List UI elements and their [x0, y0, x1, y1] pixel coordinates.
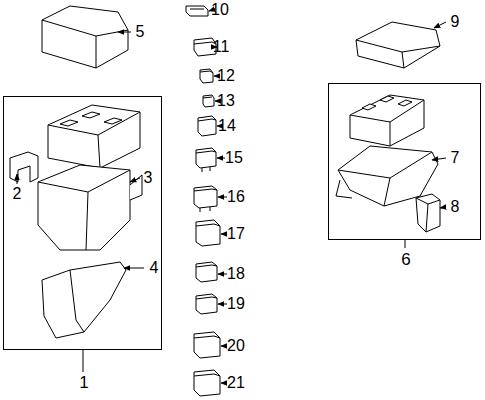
callout-number: 7 [451, 150, 460, 166]
callout-number: 8 [451, 199, 460, 215]
callout-number: 16 [227, 189, 245, 205]
callout-number: 18 [227, 266, 245, 282]
callout-number: 9 [451, 14, 460, 30]
callout-number: 13 [217, 93, 235, 109]
group-box: 1 [3, 96, 162, 350]
callout-number: 3 [144, 170, 153, 186]
callout-number: 6 [401, 250, 410, 270]
callout-number: 15 [225, 150, 243, 166]
callout-number: 2 [13, 186, 22, 202]
callout-number: 1 [79, 373, 88, 393]
callout-number: 4 [150, 260, 159, 276]
callout-number: 19 [227, 296, 245, 312]
callout-number: 10 [211, 2, 229, 18]
callout-number: 12 [217, 68, 235, 84]
callout-number: 5 [136, 24, 145, 40]
callout-number: 11 [213, 39, 230, 55]
callout-number: 17 [227, 226, 245, 242]
callout-number: 21 [227, 375, 245, 391]
callout-number: 14 [218, 118, 236, 134]
callout-number: 20 [227, 338, 245, 354]
